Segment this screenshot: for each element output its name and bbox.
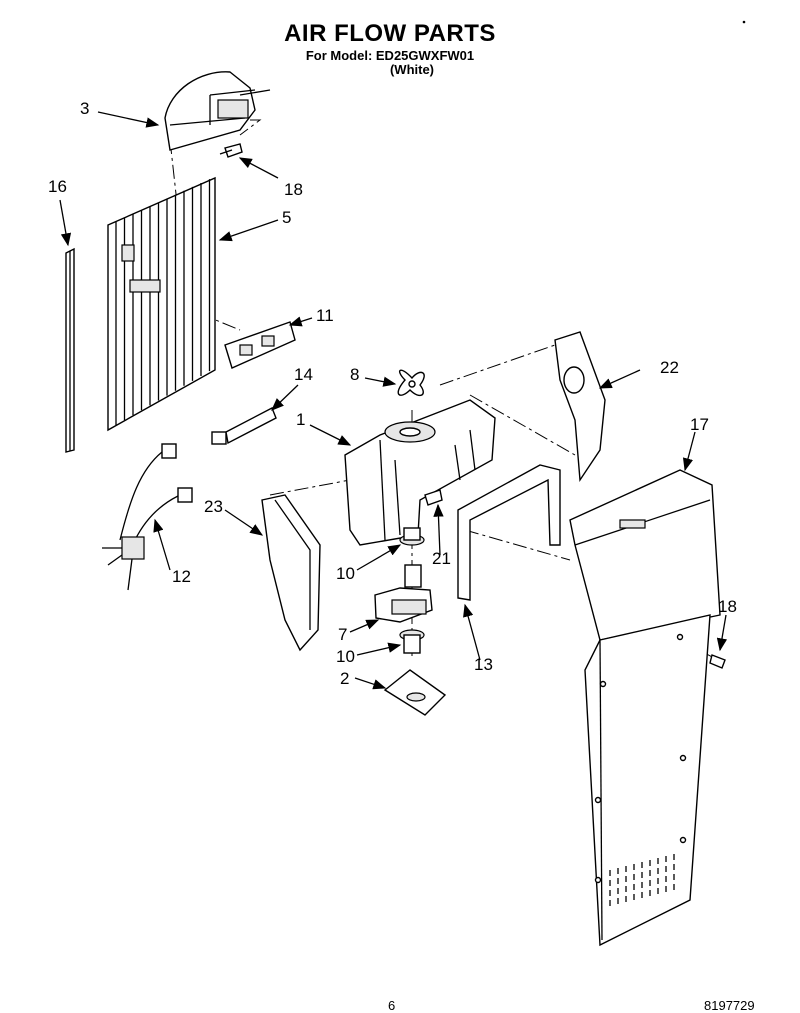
document-number: 8197729 xyxy=(704,998,755,1013)
part-21-screw xyxy=(424,489,443,506)
part-11-bracket xyxy=(224,321,296,369)
callout-21: 21 xyxy=(432,549,451,568)
callout-12: 12 xyxy=(172,567,191,586)
part-7-fan-motor xyxy=(374,564,433,623)
callout-11: 11 xyxy=(316,306,334,325)
callout-18-top: 18 xyxy=(284,180,303,199)
callout-13: 13 xyxy=(474,655,493,674)
callout-3: 3 xyxy=(80,99,89,118)
callout-1: 1 xyxy=(296,410,305,429)
callout-2: 2 xyxy=(340,669,349,688)
callout-5: 5 xyxy=(282,208,291,227)
part-12-wire-harness xyxy=(102,443,193,591)
callout-labels: 3 18 16 5 11 14 8 1 22 17 23 21 10 12 7 … xyxy=(48,99,737,688)
corner-mark xyxy=(742,20,746,24)
callout-8: 8 xyxy=(350,365,359,384)
part-13-u-channel xyxy=(457,464,561,601)
part-5-evaporator-cover xyxy=(107,176,216,432)
part-2-motor-bracket xyxy=(383,669,447,716)
callout-17: 17 xyxy=(690,415,709,434)
page-number: 6 xyxy=(388,998,396,1013)
part-10-grommet-upper xyxy=(399,527,425,546)
part-3-duct-cap xyxy=(164,71,271,151)
callout-16: 16 xyxy=(48,177,67,196)
color-line: (White) xyxy=(389,62,435,77)
callout-7: 7 xyxy=(338,625,347,644)
callout-10-lower: 10 xyxy=(336,647,355,666)
callout-22: 22 xyxy=(660,358,679,377)
callout-23: 23 xyxy=(204,497,223,516)
page-title: AIR FLOW PARTS xyxy=(284,20,496,47)
part-23-duct-side xyxy=(261,494,321,652)
part-18-screw-top xyxy=(219,143,243,158)
part-18-screw-right xyxy=(709,654,726,669)
part-17-rear-panel xyxy=(569,469,721,947)
model-line: For Model: ED25GWXFW01 xyxy=(305,48,475,63)
part-14-heater xyxy=(211,407,277,445)
part-16-seal-strip xyxy=(65,247,75,453)
callout-10-upper: 10 xyxy=(336,564,355,583)
callout-14: 14 xyxy=(294,365,313,384)
part-10-grommet-lower xyxy=(399,629,425,654)
leader-lines xyxy=(59,111,728,690)
part-22-baffle xyxy=(554,331,606,483)
part-1-fan-housing xyxy=(344,399,496,546)
part-8-fan-blade xyxy=(397,369,425,397)
callout-18-right: 18 xyxy=(718,597,737,616)
